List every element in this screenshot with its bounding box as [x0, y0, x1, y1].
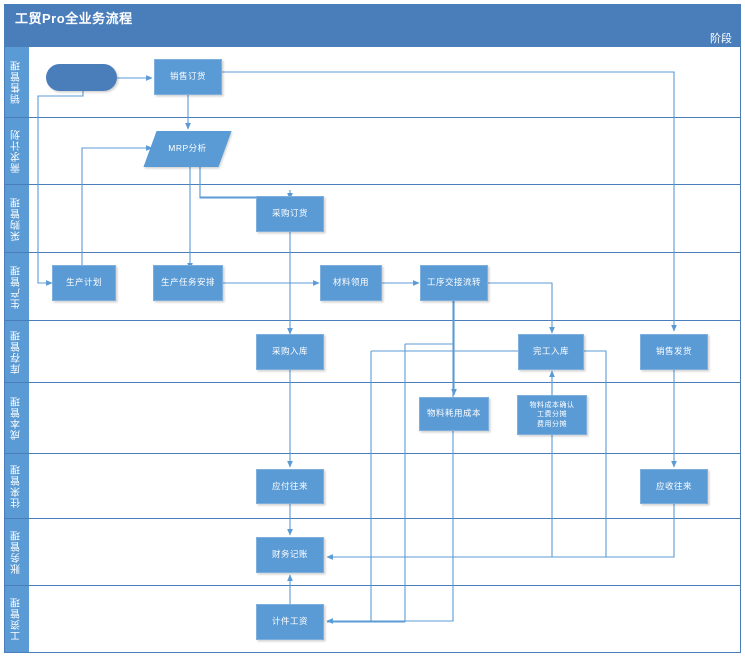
- lane-body-payroll: [30, 586, 740, 652]
- lane-header-purchase: 采购管理: [5, 185, 30, 252]
- lane-body-ar-ap: [30, 454, 740, 518]
- lane-body-demand: [30, 118, 740, 184]
- node-piece-rate-wage[interactable]: 计件工资: [256, 604, 324, 640]
- lane-header-cost: 成本管理: [5, 383, 30, 453]
- node-label-purchase-inbound: 采购入库: [271, 346, 308, 357]
- lane-body-cost: [30, 383, 740, 453]
- lane-header-payroll: 工资管理: [5, 586, 30, 652]
- node-label-production-task: 生产任务安排: [160, 277, 215, 288]
- node-label-mrp-analysis: MRP分析: [168, 143, 207, 154]
- lane-body-inventory: [30, 321, 740, 382]
- node-label-finished-goods-inbound: 完工入库: [532, 346, 569, 357]
- node-start[interactable]: [46, 64, 117, 91]
- node-label-cost-confirmation: 物料成本确认 工费分摊 费用分摊: [529, 401, 575, 428]
- lane-label-demand: 需求计划: [11, 129, 23, 173]
- lane-label-ar-ap: 往来管理: [11, 464, 23, 508]
- node-label-bookkeeping: 财务记账: [271, 549, 308, 560]
- node-cost-confirmation[interactable]: 物料成本确认 工费分摊 费用分摊: [517, 395, 587, 435]
- lane-ar-ap: 往来管理: [5, 453, 740, 518]
- lane-header-inventory: 库存管理: [5, 321, 30, 382]
- node-sales-shipment[interactable]: 销售发货: [640, 334, 708, 370]
- node-purchase-inbound[interactable]: 采购入库: [256, 334, 324, 370]
- node-process-handover[interactable]: 工序交接流转: [420, 265, 488, 301]
- lane-body-sales: [30, 47, 740, 117]
- lane-payroll: 工资管理: [5, 585, 740, 652]
- node-label-process-handover: 工序交接流转: [426, 277, 481, 288]
- node-purchase-order[interactable]: 采购订货: [256, 196, 324, 232]
- lane-purchase: 采购管理: [5, 184, 740, 252]
- node-bookkeeping[interactable]: 财务记账: [256, 537, 324, 573]
- lane-demand: 需求计划: [5, 117, 740, 184]
- node-label-accounts-receivable: 应收往来: [655, 480, 692, 491]
- lane-header-sales: 销售管理: [5, 47, 30, 117]
- lane-inventory: 库存管理: [5, 320, 740, 382]
- node-accounts-payable[interactable]: 应付往来: [256, 469, 324, 504]
- lane-label-production: 生产管理: [11, 264, 23, 309]
- node-label-piece-rate-wage: 计件工资: [271, 616, 308, 627]
- node-label-accounts-payable: 应付往来: [271, 480, 308, 491]
- node-production-plan[interactable]: 生产计划: [52, 265, 116, 301]
- node-label-purchase-order: 采购订货: [271, 208, 308, 219]
- lane-body-production: [30, 253, 740, 320]
- lane-body-accounting: [30, 519, 740, 585]
- lane-cost: 成本管理: [5, 382, 740, 453]
- node-material-consumption-cost[interactable]: 物料耗用成本: [419, 397, 489, 431]
- node-label-production-plan: 生产计划: [65, 277, 102, 288]
- title-bar: 工贸Pro全业务流程: [5, 5, 740, 29]
- lane-label-sales: 销售管理: [11, 60, 23, 104]
- lane-header-demand: 需求计划: [5, 118, 30, 184]
- lane-label-inventory: 库存管理: [11, 329, 23, 374]
- stage-label: 阶段: [710, 33, 732, 45]
- lane-body-purchase: [30, 185, 740, 252]
- node-material-issue[interactable]: 材料领用: [320, 265, 382, 301]
- lane-label-payroll: 工资管理: [11, 597, 23, 641]
- node-mrp-analysis[interactable]: MRP分析: [143, 131, 232, 167]
- lane-header-accounting: 账务管理: [5, 519, 30, 585]
- node-sales-order[interactable]: 销售订货: [154, 59, 222, 95]
- node-label-sales-shipment: 销售发货: [655, 346, 692, 357]
- node-label-sales-order: 销售订货: [169, 71, 206, 82]
- node-accounts-receivable[interactable]: 应收往来: [640, 469, 708, 504]
- node-finished-goods-inbound[interactable]: 完工入库: [518, 334, 584, 370]
- lane-label-accounting: 账务管理: [11, 530, 23, 574]
- node-label-material-issue: 材料领用: [332, 277, 369, 288]
- stage-header-bar: 阶段: [5, 29, 740, 47]
- lane-header-production: 生产管理: [5, 253, 30, 320]
- lane-accounting: 账务管理: [5, 518, 740, 585]
- lane-label-purchase: 采购管理: [11, 196, 23, 241]
- lane-label-cost: 成本管理: [11, 396, 23, 440]
- lane-header-ar-ap: 往来管理: [5, 454, 30, 518]
- page-title: 工贸Pro全业务流程: [15, 11, 133, 26]
- node-production-task[interactable]: 生产任务安排: [153, 265, 223, 301]
- node-label-material-consumption-cost: 物料耗用成本: [426, 408, 481, 419]
